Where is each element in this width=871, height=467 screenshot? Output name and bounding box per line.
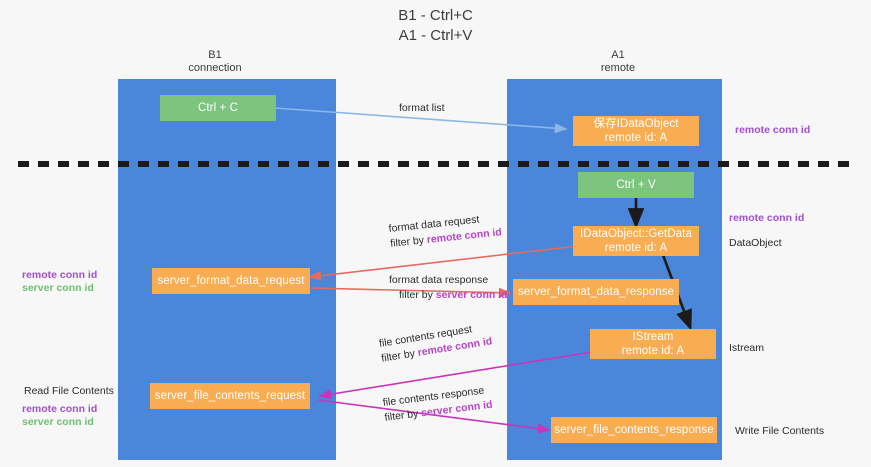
side-label-left-remote-conn-id: remote conn id (22, 269, 98, 281)
node-ctrl-c[interactable]: Ctrl + C (160, 95, 276, 121)
column-header-b1: B1 connection (165, 49, 265, 75)
node-server-file-contents-response-label: server_file_contents_response (554, 424, 714, 436)
node-ctrl-v[interactable]: Ctrl + V (578, 172, 694, 198)
node-istream-line1: IStream (632, 331, 674, 343)
column-header-b1-role: connection (188, 62, 242, 74)
column-header-a1-role: remote (600, 62, 636, 74)
arrow-format-data-response (311, 287, 512, 298)
edge-label-format-list-text: format list (399, 102, 445, 114)
column-header-a1-name: A1 (611, 49, 625, 61)
page-title: B1 - Ctrl+C A1 - Ctrl+V (0, 6, 871, 46)
arrow-format-list (274, 107, 568, 134)
highlight-server-conn-id-1: server conn id (435, 289, 508, 301)
filter-by-prefix-1: filter by (389, 234, 428, 250)
arrow-file-contents-response (317, 399, 551, 434)
arrow-format-data-request (308, 245, 579, 281)
filter-by-prefix-2: filter by (399, 289, 436, 301)
node-istream[interactable]: IStream remote id: A (590, 329, 716, 359)
side-label-dataobject: DataObject (729, 237, 782, 249)
node-server-format-data-response-label: server_format_data_response (517, 286, 675, 298)
node-save-idataobject[interactable]: 保存IDataObject remote id: A (573, 116, 699, 146)
node-server-file-contents-request-label: server_file_contents_request (154, 390, 306, 402)
node-server-format-data-response[interactable]: server_format_data_response (513, 279, 679, 305)
node-save-idataobject-line2: remote id: A (604, 132, 668, 144)
node-save-idataobject-line1: 保存IDataObject (593, 118, 679, 130)
node-idataobject-getdata-line1: IDataObject::GetData (580, 228, 692, 240)
side-label-write-file-contents: Write File Contents (735, 425, 825, 437)
edge-label-format-list: format list (399, 101, 445, 116)
node-server-format-data-request[interactable]: server_format_data_request (152, 268, 310, 294)
side-label-left-bottom-server-conn-id: server conn id (22, 416, 94, 428)
side-label-istream: Istream (729, 342, 765, 354)
node-idataobject-getdata-line2: remote id: A (604, 242, 668, 254)
page-title-line1: B1 - Ctrl+C (398, 7, 473, 24)
node-ctrl-c-label: Ctrl + C (197, 102, 239, 114)
node-idataobject-getdata[interactable]: IDataObject::GetData remote id: A (573, 226, 699, 256)
filter-by-prefix-4: filter by (383, 407, 422, 424)
side-label-read-file-contents: Read File Contents (24, 385, 114, 397)
edge-label-format-data-response-l2: filter by server conn id (389, 288, 508, 303)
column-header-a1: A1 remote (568, 49, 668, 75)
node-ctrl-v-label: Ctrl + V (616, 179, 656, 191)
side-label-right-top-remote-conn-id: remote conn id (735, 124, 811, 136)
column-header-b1-name: B1 (208, 49, 222, 61)
arrow-file-contents-request (318, 351, 593, 400)
node-server-file-contents-request[interactable]: server_file_contents_request (150, 383, 310, 409)
edge-label-format-data-response: format data response filter by server co… (389, 273, 508, 303)
node-server-file-contents-response[interactable]: server_file_contents_response (551, 417, 717, 443)
node-istream-line2: remote id: A (621, 345, 685, 357)
node-server-format-data-request-label: server_format_data_request (157, 275, 305, 287)
side-label-left-bottom-remote-conn-id: remote conn id (22, 403, 98, 415)
side-label-right-mid-remote-conn-id: remote conn id (729, 212, 805, 224)
page-title-line2: A1 - Ctrl+V (398, 27, 473, 44)
edge-label-format-data-response-l1: format data response (389, 274, 489, 286)
side-label-left-server-conn-id: server conn id (22, 282, 94, 294)
